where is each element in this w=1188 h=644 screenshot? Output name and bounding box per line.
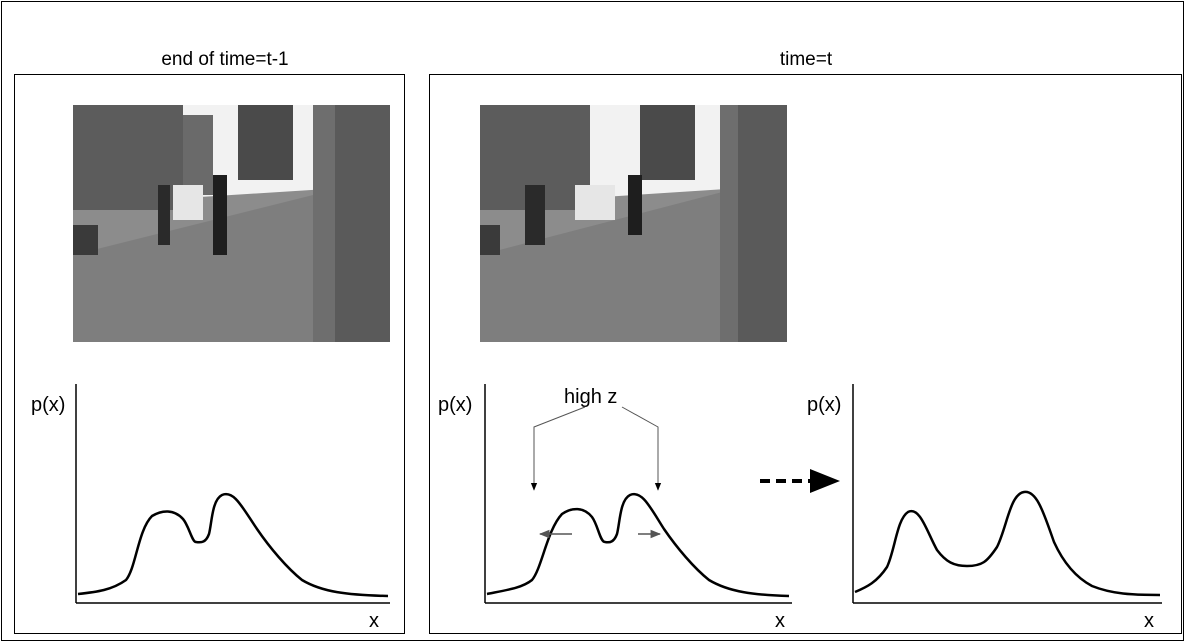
right-plot-axes (852, 384, 1162, 604)
street-scene-icon (73, 105, 390, 342)
dashed-arrow-right-icon (760, 469, 840, 493)
high-z-leaders (530, 406, 662, 491)
right-panel-title: time=t (779, 49, 833, 70)
right-panel (429, 74, 1182, 634)
high-z-annotation: high z (564, 386, 618, 408)
y-axis-label-right: p(x) (807, 394, 842, 416)
left-panel-title: end of time=t-1 (161, 49, 289, 70)
left-panel (14, 74, 405, 634)
left-plot-axes (75, 384, 390, 604)
y-axis-label-left: p(x) (31, 394, 66, 416)
street-scene-photo-left (73, 105, 390, 342)
middle-plot-axes (484, 384, 792, 604)
y-axis-label-middle: p(x) (438, 394, 473, 416)
x-axis-label-left: x (369, 610, 379, 632)
x-axis-label-right: x (1144, 610, 1154, 632)
street-scene-photo-right (480, 105, 787, 342)
left-density-curve (77, 492, 389, 598)
x-axis-label-middle: x (775, 610, 785, 632)
right-density-curve (854, 490, 1161, 597)
middle-density-curve (486, 492, 790, 598)
street-scene-icon (480, 105, 787, 342)
